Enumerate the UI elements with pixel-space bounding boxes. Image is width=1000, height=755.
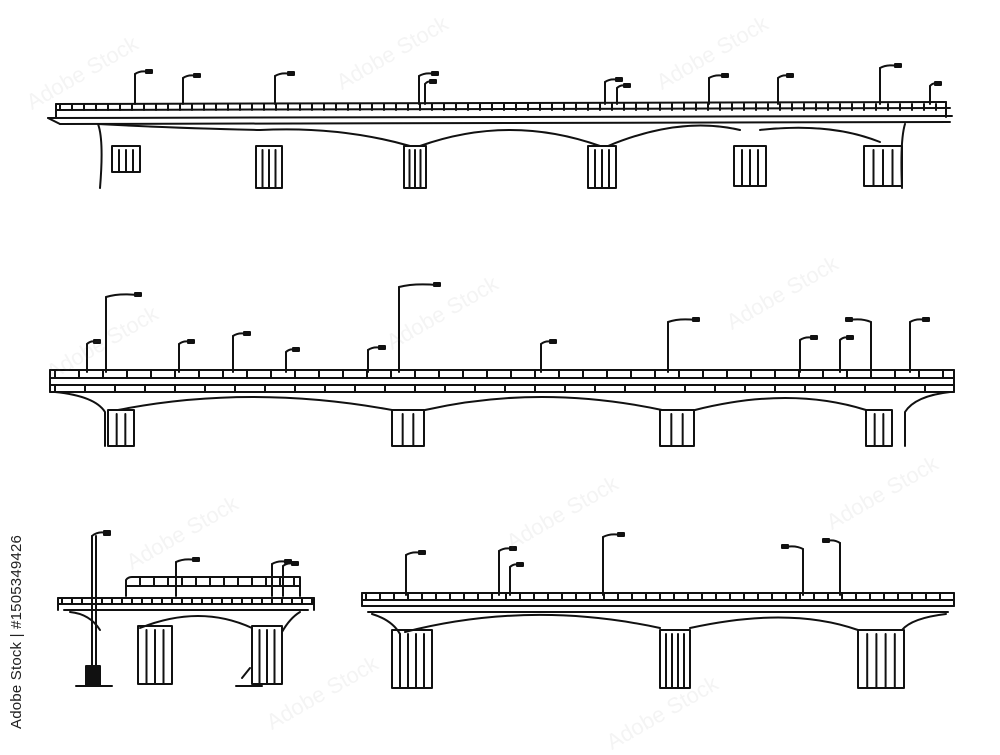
street-lamps xyxy=(86,63,942,597)
bridge-top xyxy=(47,101,953,189)
bridge-bottom-right xyxy=(361,592,955,689)
bridge-middle xyxy=(49,369,955,447)
stock-id-label: Adobe Stock | #1505349426 xyxy=(8,534,25,729)
bridge-bottom-left xyxy=(57,530,315,687)
